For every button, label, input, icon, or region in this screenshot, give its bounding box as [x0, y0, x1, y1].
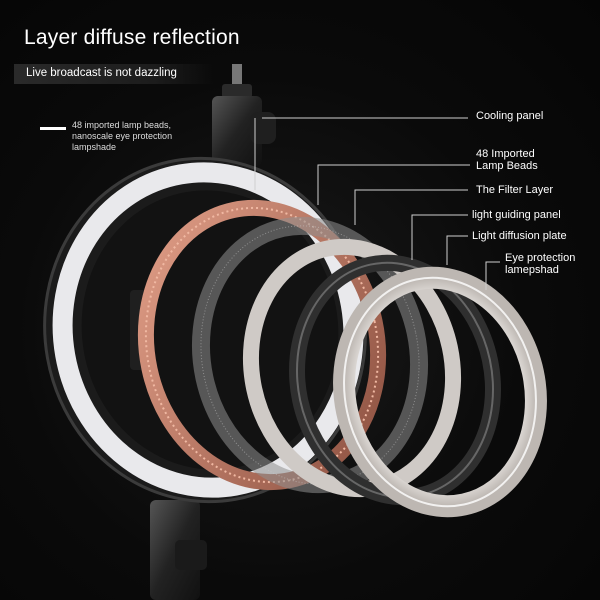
callout-eye-protection-line1: Eye protection — [505, 252, 576, 264]
callout-lamp-beads-line1: 48 Imported — [476, 148, 535, 160]
left-note: 48 imported lamp beads, nanoscale eye pr… — [72, 120, 232, 153]
callout-light-guiding-panel: light guiding panel — [472, 209, 561, 221]
callout-lamp-beads-line2: Lamp Beads — [476, 160, 538, 172]
left-note-line3: lampshade — [72, 142, 117, 152]
subtitle-bar — [14, 64, 214, 84]
leader-filter-layer — [354, 189, 468, 225]
leader-eye-protection — [485, 261, 500, 290]
callout-filter-layer: The Filter Layer — [476, 184, 554, 196]
subtitle: Live broadcast is not dazzling — [26, 67, 177, 79]
top-mount — [212, 64, 276, 166]
left-note-line1: 48 imported lamp beads, — [72, 120, 172, 130]
leader-light-diffusion-plate — [446, 235, 468, 265]
callout-lamp-beads: 48 Imported Lamp Beads — [476, 148, 538, 172]
leader-light-guiding-panel — [411, 214, 468, 260]
left-note-line2: nanoscale eye protection — [72, 131, 173, 141]
page-title: Layer diffuse reflection — [24, 26, 240, 49]
callout-eye-protection-line2: lamepshad — [505, 264, 559, 276]
leader-lamp-beads — [317, 164, 470, 205]
eye-protection-lampshade-ring — [333, 266, 547, 518]
callout-eye-protection: Eye protection lamepshad — [505, 252, 575, 276]
left-note-dash — [40, 127, 66, 130]
leader-lines — [254, 117, 500, 290]
bottom-mount — [150, 500, 207, 600]
callout-cooling-panel: Cooling panel — [476, 110, 544, 122]
callout-light-diffusion-plate: Light diffusion plate — [472, 230, 567, 242]
